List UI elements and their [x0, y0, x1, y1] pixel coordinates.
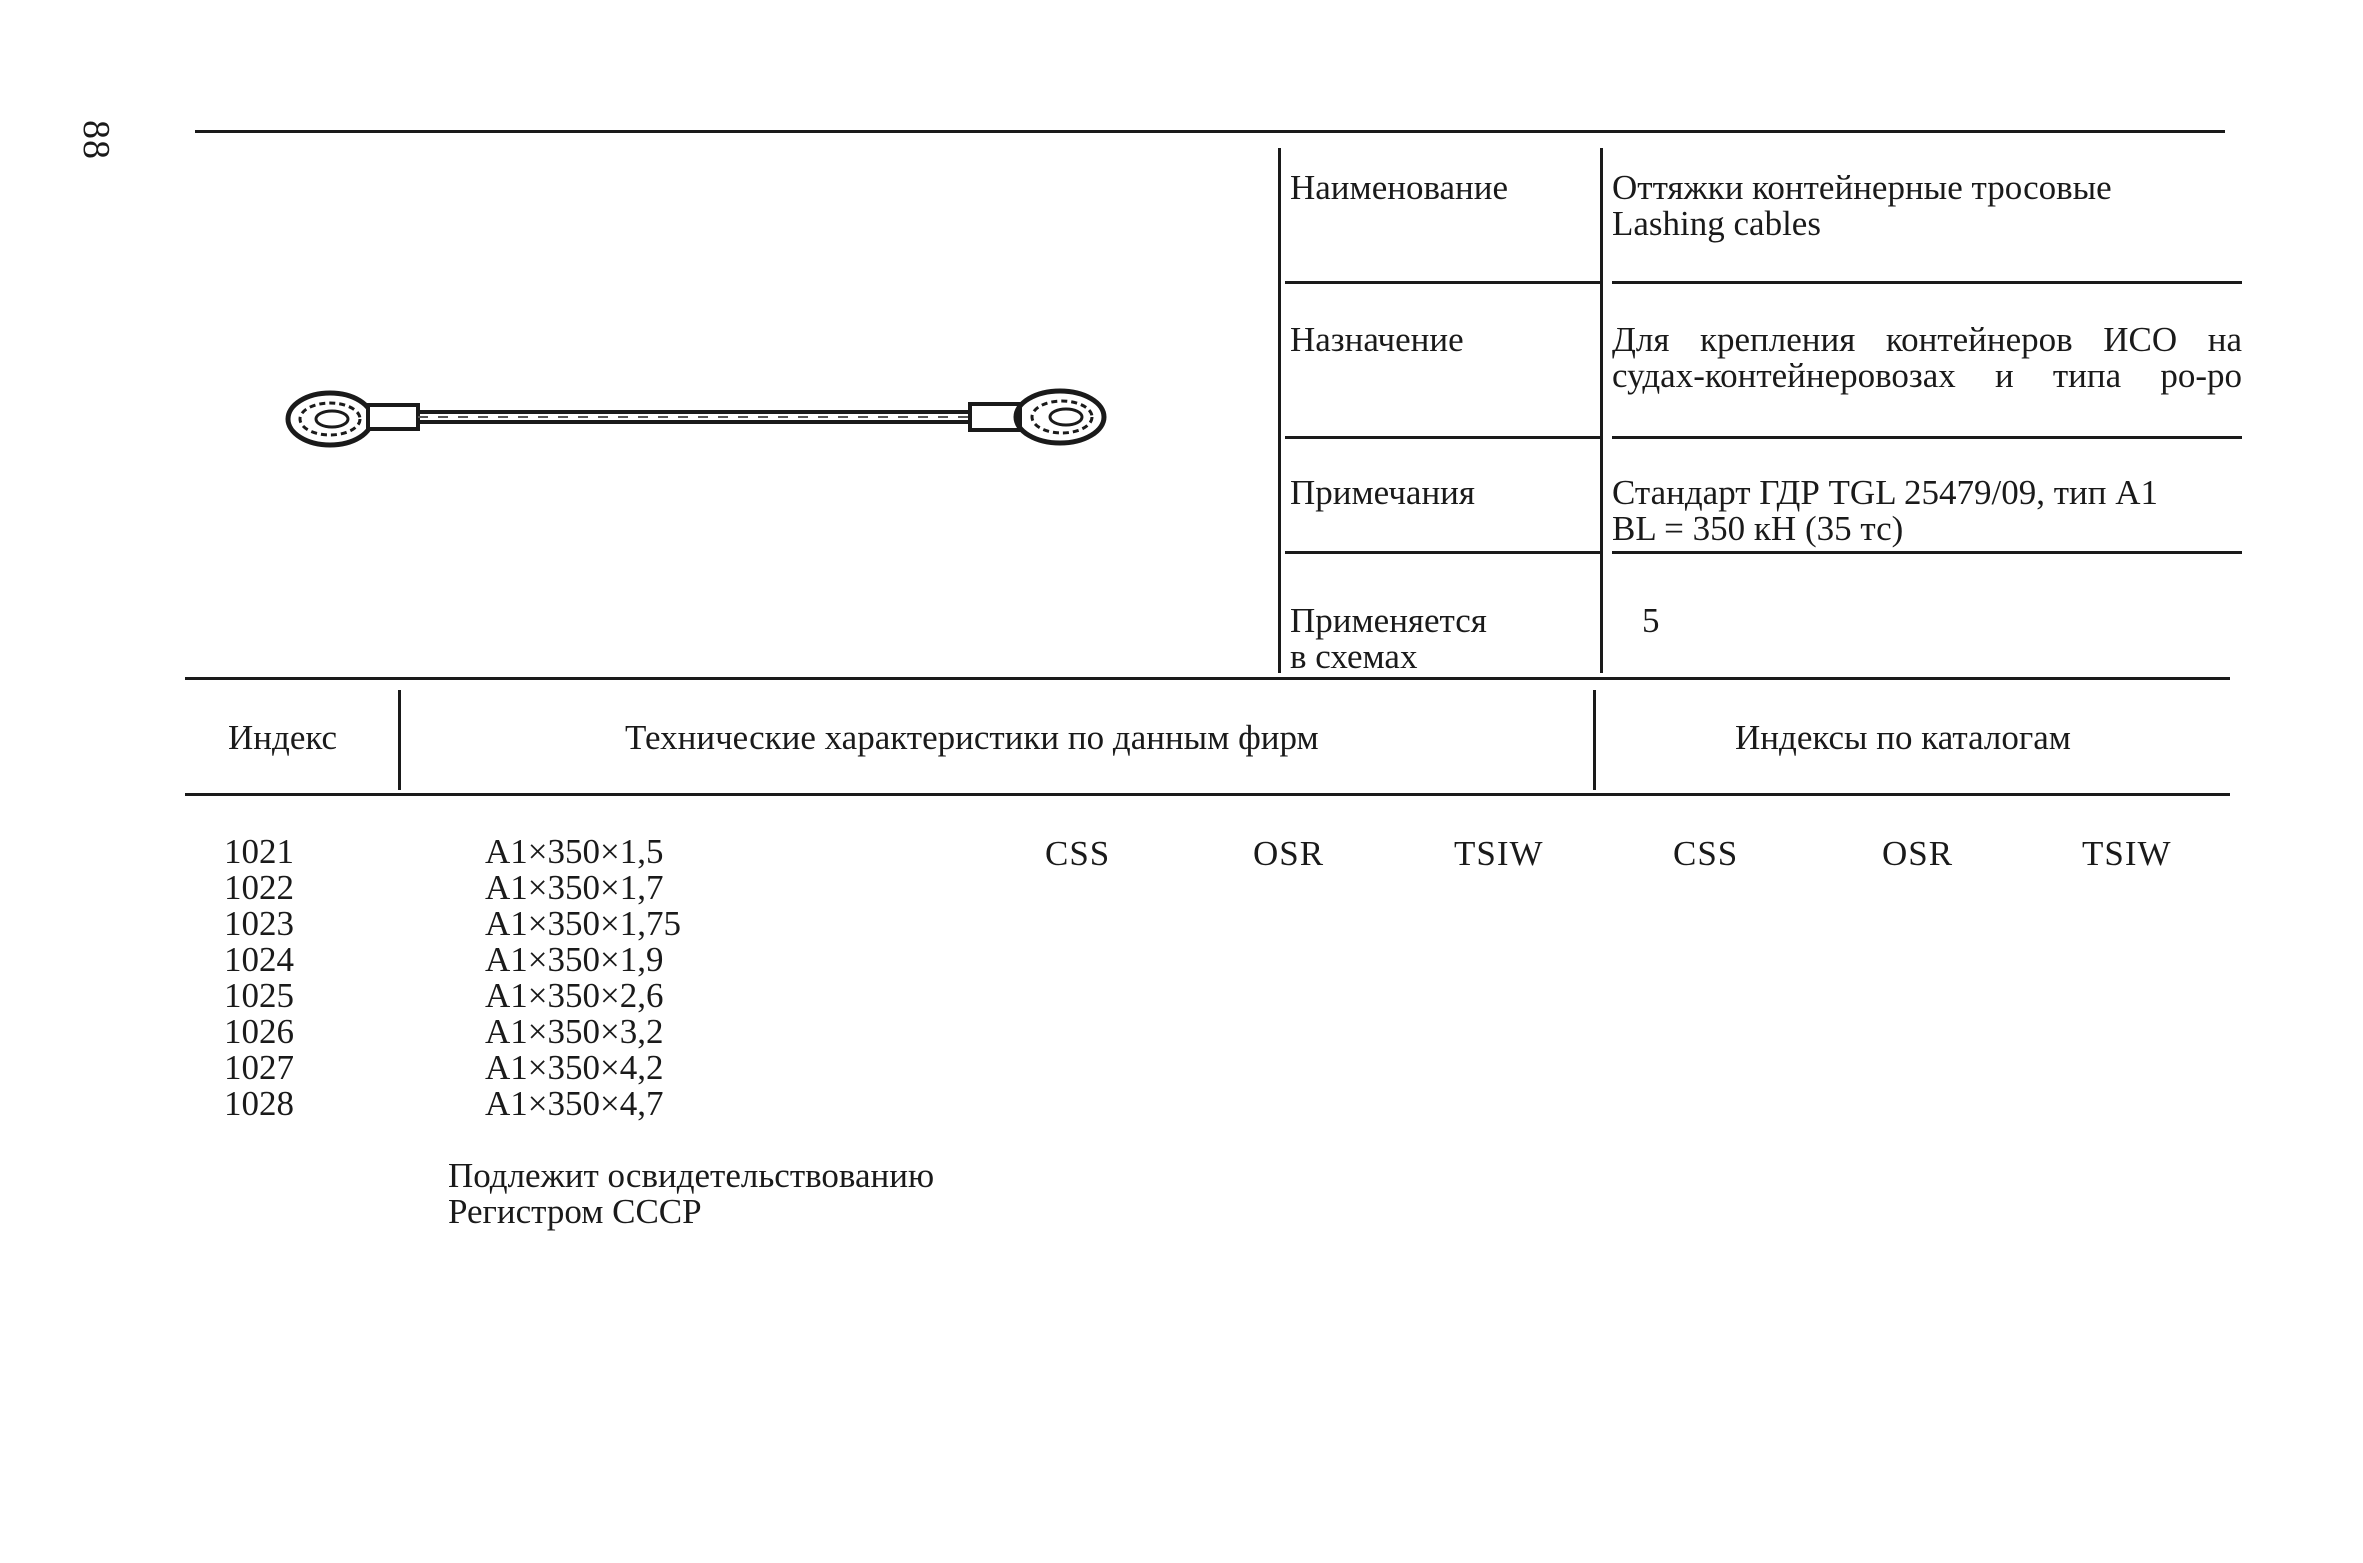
index-list: 1021 1022 1023 1024 1025 1026 1027 1028: [224, 834, 294, 1122]
lashing-cable-illustration: [285, 388, 1107, 448]
spec-cell: A1×350×1,9: [485, 940, 664, 979]
used-label-line-2: в схемах: [1290, 637, 1418, 676]
table-top-rule: [185, 677, 2230, 680]
spec-cell: A1×350×4,2: [485, 1048, 664, 1087]
purpose-label: Назначение: [1290, 320, 1464, 359]
catalog-firm-tsiw: TSIW: [2082, 834, 2172, 873]
column-header-index: Индекс: [228, 718, 338, 757]
spec-cell: A1×350×1,7: [485, 868, 664, 907]
used-label-line-1: Применяется: [1290, 601, 1487, 640]
spec-cell: A1×350×2,6: [485, 976, 664, 1015]
index-cell: 1022: [224, 868, 294, 907]
spec-list: A1×350×1,5 A1×350×1,7 A1×350×1,75 A1×350…: [485, 834, 681, 1122]
notes-value: Стандарт ГДР TGL 25479/09, тип A1 BL = 3…: [1612, 475, 2242, 547]
props-separator-2b: [1612, 436, 2242, 439]
spec-cell: A1×350×1,75: [485, 904, 682, 943]
certification-note-line-1: Подлежит освидетельствованию: [448, 1156, 935, 1195]
catalog-firm-osr: OSR: [1882, 834, 1954, 873]
purpose-value: Для крепления контейнеров ИСО на судах-к…: [1612, 322, 2242, 394]
index-cell: 1028: [224, 1084, 294, 1123]
table-header-divider-2: [1593, 690, 1596, 790]
table-header-divider-1: [398, 690, 401, 790]
used-in-schemes-value: 5: [1642, 601, 1660, 640]
notes-value-line-1: Стандарт ГДР TGL 25479/09, тип A1: [1612, 473, 2159, 512]
spec-cell: A1×350×4,7: [485, 1084, 664, 1123]
certification-note-line-2: Регистром СССР: [448, 1192, 702, 1231]
wire-rope: [418, 410, 970, 424]
props-left-border: [1278, 148, 1281, 673]
props-separator-3a: [1285, 551, 1600, 554]
index-cell: 1024: [224, 940, 294, 979]
name-value-en: Lashing cables: [1612, 204, 1821, 243]
index-cell: 1026: [224, 1012, 294, 1051]
catalog-firm-css: CSS: [1673, 834, 1739, 873]
column-header-tech-specs: Технические характеристики по данным фир…: [625, 718, 1319, 757]
props-separator-2a: [1285, 436, 1600, 439]
right-cable-eye: [1013, 388, 1107, 446]
notes-value-line-2: BL = 350 кН (35 тс): [1612, 509, 1904, 548]
left-cable-eye: [285, 390, 375, 448]
spec-cell: A1×350×1,5: [485, 832, 664, 871]
spec-cell: A1×350×3,2: [485, 1012, 664, 1051]
certification-note: Подлежит освидетельствованию Регистром С…: [448, 1158, 934, 1230]
right-ferrule: [968, 402, 1022, 432]
props-separator-3b: [1612, 551, 2242, 554]
name-value-ru: Оттяжки контейнерные тросовые: [1612, 168, 2112, 207]
name-label: Наименование: [1290, 168, 1509, 207]
tech-firm-css: CSS: [1045, 834, 1111, 873]
page-number: 88: [75, 120, 117, 160]
index-cell: 1025: [224, 976, 294, 1015]
purpose-value-line-1: Для крепления контейнеров ИСО на: [1612, 320, 2242, 359]
props-separator-1a: [1285, 281, 1600, 284]
tech-firm-tsiw: TSIW: [1454, 834, 1544, 873]
props-separator-1b: [1612, 281, 2242, 284]
index-cell: 1021: [224, 832, 294, 871]
top-rule: [195, 130, 2225, 133]
tech-firm-osr: OSR: [1253, 834, 1325, 873]
name-value: Оттяжки контейнерные тросовые Lashing ca…: [1612, 170, 2242, 242]
column-header-catalog-indices: Индексы по каталогам: [1735, 718, 2071, 757]
left-ferrule: [366, 403, 420, 431]
table-header-rule: [185, 793, 2230, 796]
notes-label: Примечания: [1290, 473, 1476, 512]
index-cell: 1023: [224, 904, 294, 943]
index-cell: 1027: [224, 1048, 294, 1087]
used-in-schemes-label: Применяется в схемах: [1290, 603, 1487, 675]
purpose-value-line-2: судах-контейнеровозах и типа ро-ро: [1612, 356, 2242, 395]
props-middle-border: [1600, 148, 1603, 673]
